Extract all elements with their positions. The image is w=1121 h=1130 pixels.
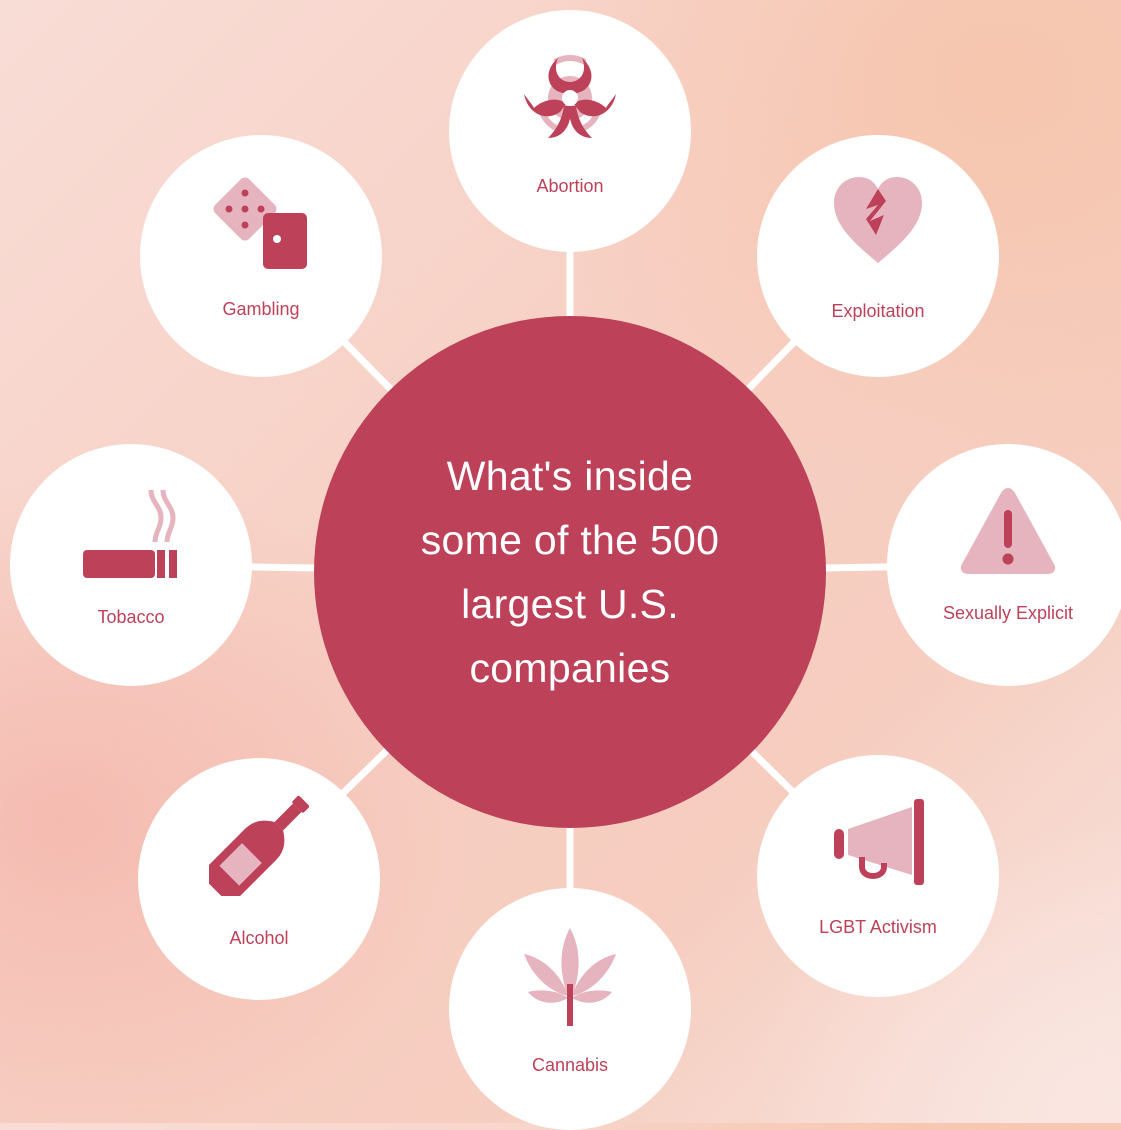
node-abortion: Abortion [449, 10, 691, 252]
node-cannabis: Cannabis [449, 888, 691, 1130]
label-abortion: Abortion [536, 176, 604, 196]
biohazard-icon [524, 55, 616, 138]
label-cannabis: Cannabis [531, 1055, 609, 1075]
label-lgbt-activism: LGBT Activism [819, 917, 937, 937]
label-sexually-explicit: Sexually Explicit [942, 603, 1074, 623]
node-alcohol: Alcohol [138, 758, 380, 1000]
node-lgbt-activism: LGBT Activism [757, 755, 999, 997]
dice-icon [213, 177, 307, 269]
cigarette-icon [83, 489, 177, 578]
warning-triangle-icon [960, 488, 1056, 574]
node-tobacco: Tobacco [10, 444, 252, 686]
broken-heart-icon [834, 177, 922, 263]
label-gambling: Gambling [222, 299, 300, 319]
center-title: What's inside some of the 500 largest U.… [420, 453, 720, 691]
label-tobacco: Tobacco [97, 607, 165, 627]
node-sexually-explicit: Sexually Explicit [887, 444, 1121, 686]
bottle-icon [209, 796, 309, 896]
megaphone-icon [834, 799, 924, 885]
node-gambling: Gambling [140, 135, 382, 377]
label-exploitation: Exploitation [831, 301, 925, 321]
center-circle: What's inside some of the 500 largest U.… [314, 316, 826, 828]
label-alcohol: Alcohol [229, 928, 289, 948]
node-exploitation: Exploitation [757, 135, 999, 377]
cannabis-leaf-icon [524, 928, 616, 1026]
